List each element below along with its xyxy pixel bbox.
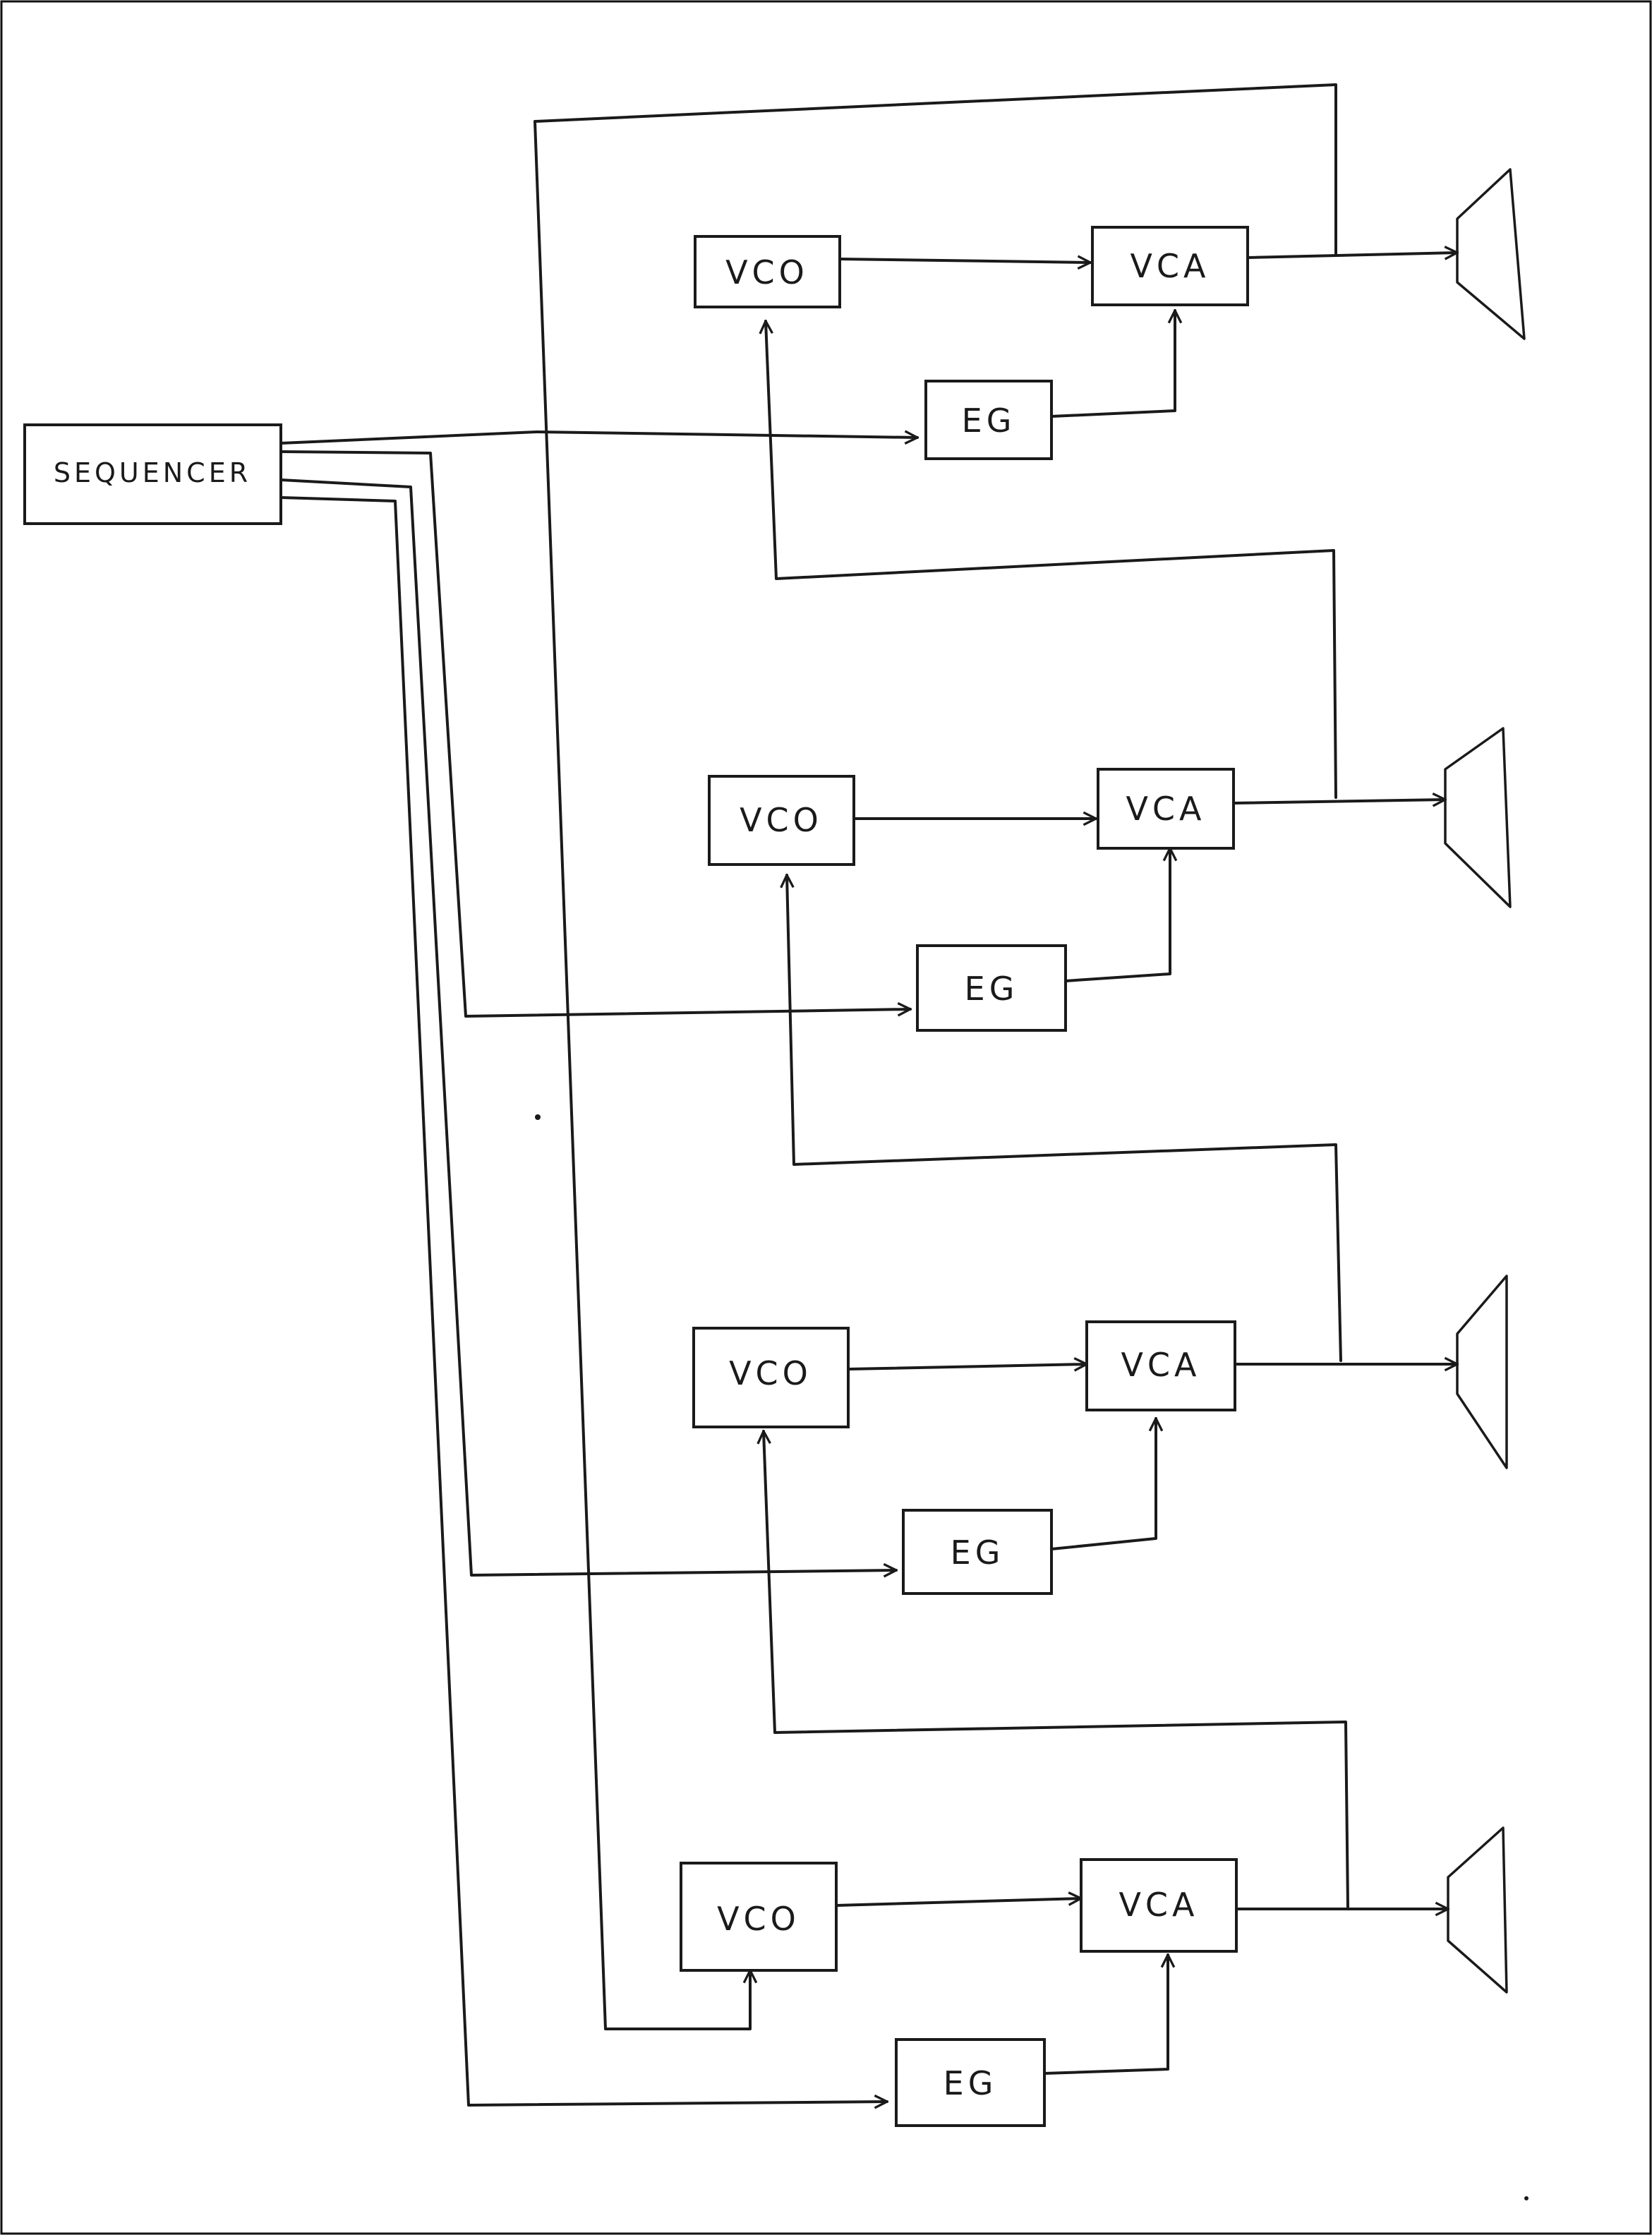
speaker-icon	[1447, 1826, 1508, 1994]
vco-label: VCO	[725, 253, 809, 291]
stray-dot	[1524, 2196, 1529, 2200]
vca-label: VCA	[1119, 1886, 1198, 1924]
trigger-wire-4	[279, 496, 887, 2105]
vco-block-2: VCO	[708, 775, 855, 866]
vco-block-4: VCO	[680, 1862, 838, 1972]
eg-block-1: EG	[924, 380, 1053, 460]
eg-label: EG	[962, 402, 1016, 440]
vco-block-1: VCO	[694, 235, 841, 308]
vco-block-3: VCO	[692, 1327, 850, 1428]
trigger-wire-3	[279, 478, 896, 1575]
feedback-wire-1	[533, 83, 1337, 2030]
vca-label: VCA	[1126, 790, 1205, 828]
vca-out-wire-2	[1232, 800, 1445, 803]
sequencer-label: SEQUENCER	[54, 457, 251, 488]
eg-vca-wire-2	[1064, 848, 1170, 982]
vco-vca-wire-4	[835, 1898, 1081, 1907]
eg-vca-wire-4	[1043, 1955, 1168, 2075]
stray-dot	[535, 1114, 541, 1120]
speaker-icon	[1456, 1275, 1508, 1469]
eg-block-3: EG	[902, 1509, 1053, 1595]
eg-vca-wire-3	[1050, 1418, 1156, 1550]
vco-label: VCO	[740, 801, 823, 839]
speaker-icon	[1456, 168, 1526, 340]
feedback-wire-4	[764, 1431, 1349, 1908]
vco-vca-wire-3	[847, 1364, 1087, 1369]
eg-block-2: EG	[916, 944, 1067, 1032]
speaker-icon	[1444, 727, 1512, 908]
vco-label: VCO	[729, 1354, 812, 1392]
feedback-wire-3	[787, 875, 1342, 1362]
vca-block-2: VCA	[1097, 768, 1235, 850]
trigger-wire-1	[279, 432, 917, 443]
vco-vca-wire-1	[838, 259, 1090, 263]
vca-label: VCA	[1130, 247, 1210, 285]
vca-block-3: VCA	[1085, 1320, 1236, 1411]
eg-label: EG	[951, 1534, 1005, 1572]
sequencer-block: SEQUENCER	[23, 423, 282, 525]
vca-label: VCA	[1121, 1346, 1200, 1384]
eg-label: EG	[965, 970, 1019, 1008]
eg-vca-wire-1	[1050, 311, 1175, 418]
vca-block-1: VCA	[1091, 226, 1249, 306]
feedback-wire-2	[766, 321, 1337, 799]
trigger-wire-2	[279, 450, 910, 1018]
vca-out-wire-1	[1246, 253, 1457, 258]
eg-label: EG	[943, 2064, 998, 2102]
vco-label: VCO	[717, 1900, 800, 1938]
eg-block-4: EG	[895, 2038, 1046, 2127]
vca-block-4: VCA	[1080, 1858, 1238, 1953]
